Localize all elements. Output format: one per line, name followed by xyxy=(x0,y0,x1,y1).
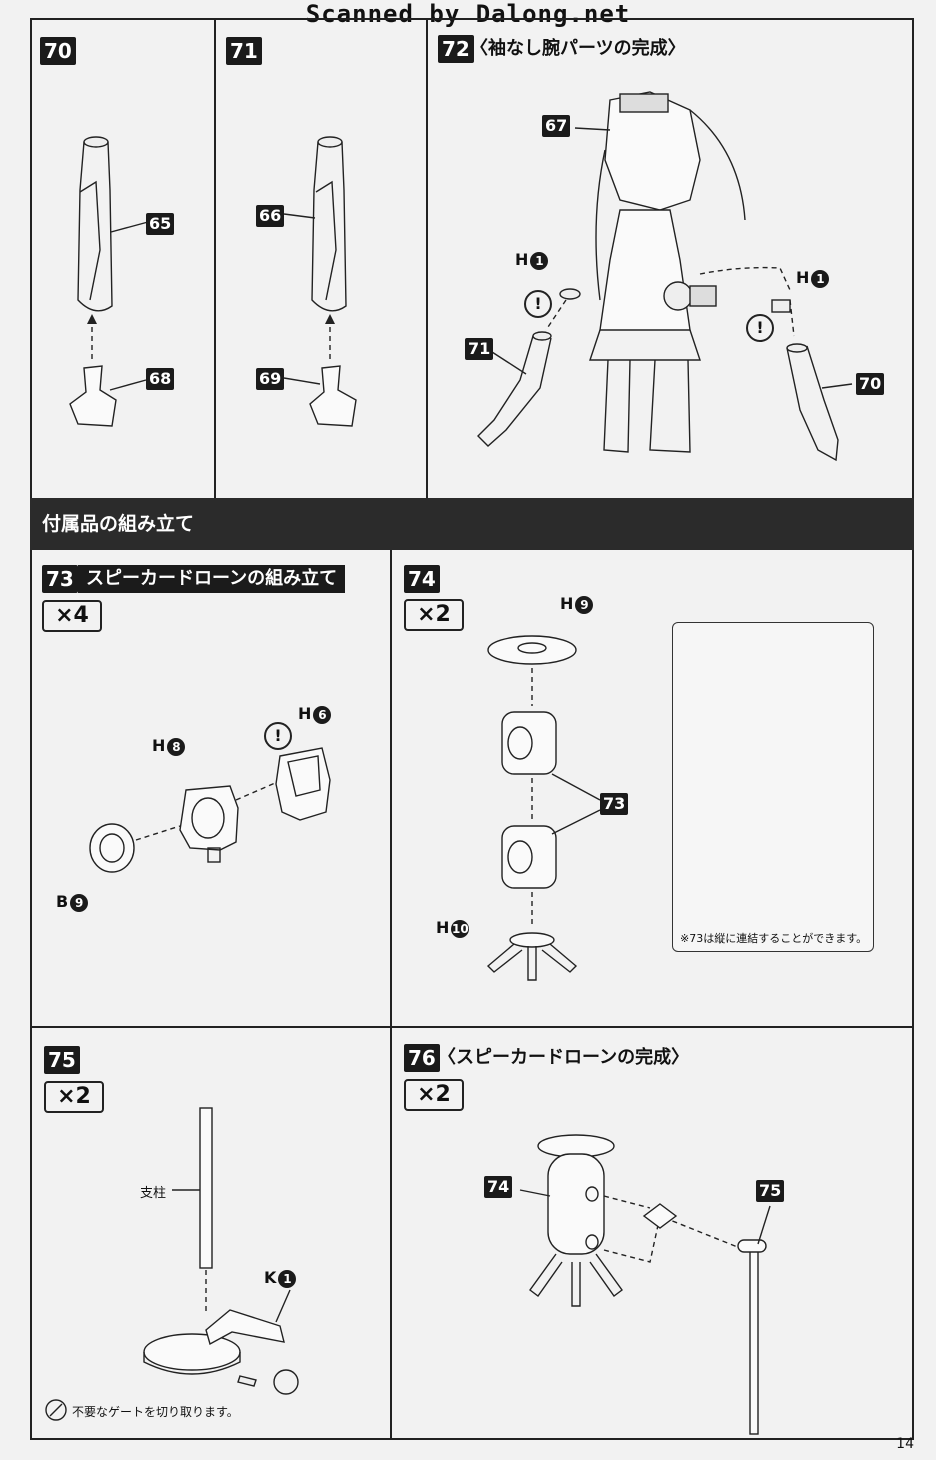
divider xyxy=(30,1026,914,1028)
page-number: 14 xyxy=(896,1436,914,1452)
part-tag-74: 74 xyxy=(484,1176,513,1198)
part-tag-69: 69 xyxy=(256,368,285,390)
arm-part-66-illustration xyxy=(283,136,347,312)
gate-nub-illustration xyxy=(237,1369,299,1395)
hand-part-69-illustration xyxy=(283,365,357,427)
h1-joint-left xyxy=(559,288,581,300)
caution-icon: ! xyxy=(264,722,292,750)
step-74-number: 74 xyxy=(404,565,440,593)
page-frame xyxy=(30,18,914,1440)
hand-part-68-illustration xyxy=(69,365,147,427)
top-disc-h9-illustration xyxy=(487,635,577,665)
pole-label: 支柱 xyxy=(140,1186,167,1201)
part-tag-67: 67 xyxy=(542,115,571,137)
base-legs-h10-illustration xyxy=(486,932,578,981)
cut-gate-icon xyxy=(45,1399,67,1421)
caution-icon-right: ! xyxy=(746,314,774,342)
step-76-title: 〈スピーカードローンの完成〉 xyxy=(438,1047,690,1068)
speaker-unit-73-upper-illustration xyxy=(501,711,557,775)
step-72-title: 〈袖なし腕パーツの完成〉 xyxy=(470,38,686,59)
step-71-number: 71 xyxy=(226,37,262,65)
part-tag-65: 65 xyxy=(146,213,175,235)
step-76-quantity: ×2 xyxy=(404,1079,464,1111)
stand-75-illustration xyxy=(737,1205,771,1435)
part-tag-75: 75 xyxy=(756,1180,785,1202)
stacking-photo-box xyxy=(672,622,874,952)
step-73-quantity: ×4 xyxy=(42,600,102,632)
divider xyxy=(214,18,216,498)
speaker-unit-73-lower-illustration xyxy=(501,825,557,889)
part-tag-66: 66 xyxy=(256,205,285,227)
step-75-number: 75 xyxy=(44,1046,80,1074)
part-tag-70: 70 xyxy=(856,373,885,395)
step-76-number: 76 xyxy=(404,1044,440,1072)
part-tag-71: 71 xyxy=(465,338,494,360)
figure-67-illustration xyxy=(574,91,746,453)
support-pole-illustration xyxy=(199,1107,213,1269)
stacking-note: ※73は縦に連結することができます。 xyxy=(680,932,868,945)
step-74-quantity: ×2 xyxy=(404,599,464,631)
step-73-title: スピーカードローンの組み立て xyxy=(78,565,346,593)
step-70-number: 70 xyxy=(40,37,76,65)
speaker-cone-b9-illustration xyxy=(89,823,135,873)
step-75-quantity: ×2 xyxy=(44,1081,104,1113)
arm-part-71-illustration xyxy=(477,331,552,447)
speaker-back-h6-illustration xyxy=(275,747,331,821)
h1-joint-right xyxy=(771,299,791,313)
divider xyxy=(426,18,428,498)
step-73-number: 73 xyxy=(42,565,78,593)
stand-base-k1-illustration xyxy=(143,1289,291,1375)
arm-part-70-illustration xyxy=(786,343,853,462)
cut-gate-note: 不要なゲートを切り取ります。 xyxy=(72,1405,239,1419)
speaker-drone-74-illustration xyxy=(519,1134,623,1307)
connector-detail-icon xyxy=(642,1203,678,1229)
scan-watermark: Scanned by Dalong.net xyxy=(305,0,631,28)
part-tag-68: 68 xyxy=(146,368,175,390)
section-header: 付属品の組み立て xyxy=(30,498,914,550)
arm-part-65-illustration xyxy=(77,136,149,312)
step-72-number: 72 xyxy=(438,35,474,63)
divider xyxy=(390,550,392,1440)
caution-icon-left: ! xyxy=(524,290,552,318)
part-tag-73: 73 xyxy=(600,793,629,815)
speaker-housing-h8-illustration xyxy=(179,785,239,863)
